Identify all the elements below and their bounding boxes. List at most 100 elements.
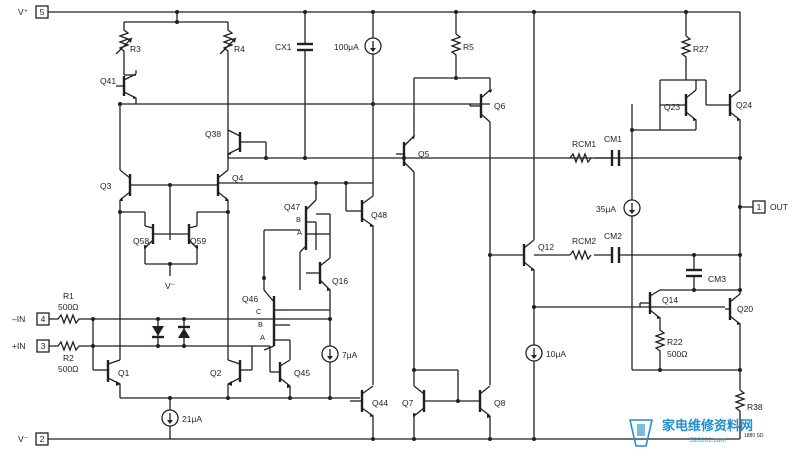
- cm3-label: CM3: [708, 274, 726, 284]
- q45-label: Q45: [294, 368, 310, 378]
- q4-label: Q4: [232, 173, 244, 183]
- transistor-q20: [725, 293, 741, 325]
- r1-value: 500Ω: [58, 302, 79, 312]
- transistor-q8: [478, 385, 491, 418]
- pin-4-label: 4: [41, 314, 46, 324]
- diode-d1: [152, 326, 164, 336]
- transistor-q58: [144, 212, 170, 249]
- transistor-q6: [470, 89, 492, 123]
- power-rails: [48, 11, 740, 440]
- transistor-q38: [227, 129, 266, 155]
- transistor-q5: [396, 135, 415, 173]
- resistor-r4: [222, 22, 234, 130]
- r3-label: R3: [130, 44, 141, 54]
- transistor-q44: [350, 385, 374, 417]
- cm1-label: CM1: [604, 134, 622, 144]
- out-label: OUT: [770, 202, 788, 212]
- resistor-r3: [118, 22, 130, 75]
- v-plus-label: V⁺: [18, 7, 29, 17]
- transistor-q48: [346, 195, 374, 227]
- v-minus-label: V⁻: [18, 434, 29, 444]
- q3-label: Q3: [100, 181, 112, 191]
- junction-dots: [118, 10, 742, 441]
- q38-label: Q38: [205, 129, 221, 139]
- q48-label: Q48: [371, 210, 387, 220]
- watermark-url: 520101.com: [690, 437, 726, 444]
- watermark-brand: 家电维修资料网: [662, 418, 753, 433]
- q46-label: Q46: [242, 294, 258, 304]
- transistor-q59: [170, 212, 198, 249]
- q8-label: Q8: [494, 398, 506, 408]
- r22-value: 500Ω: [667, 349, 688, 359]
- q14-label: Q14: [662, 295, 678, 305]
- q47-tap-b: B: [296, 215, 301, 224]
- pin-5-box: [35, 5, 49, 19]
- q1-label: Q1: [118, 368, 130, 378]
- q12-label: Q12: [538, 242, 554, 252]
- i100-label: 100μA: [334, 42, 359, 52]
- i7-label: 7μA: [342, 350, 358, 360]
- i21-label: 21μA: [182, 414, 202, 424]
- rcm2-label: RCM2: [572, 236, 596, 246]
- in-neg-label: –IN: [12, 314, 25, 324]
- transistor-q45: [270, 359, 291, 388]
- q58-label: Q58: [133, 236, 149, 246]
- r4-label: R4: [234, 44, 245, 54]
- pin-2-label: 2: [40, 434, 45, 444]
- i35-label: 35μA: [596, 204, 616, 214]
- resistor-r5: [450, 33, 462, 78]
- q46-tap-c: C: [256, 307, 262, 316]
- q16-label: Q16: [332, 276, 348, 286]
- cm2-label: CM2: [604, 231, 622, 241]
- rcm1-label: RCM1: [572, 139, 596, 149]
- cx1-label: CX1: [275, 42, 292, 52]
- q46-tap-a: A: [260, 333, 265, 342]
- transistor-q14: [640, 289, 661, 319]
- transistor-q7: [413, 385, 480, 417]
- pin-5-label: 5: [40, 7, 45, 17]
- resistor-r22: [654, 318, 666, 370]
- figure-code: 1880 SD: [744, 433, 764, 439]
- transistor-q24: [706, 89, 741, 121]
- q6-label: Q6: [494, 101, 506, 111]
- q41-label: Q41: [100, 76, 116, 86]
- resistor-r38: [734, 389, 746, 439]
- q44-label: Q44: [372, 398, 388, 408]
- q5-label: Q5: [418, 149, 430, 159]
- transistor-q41: [116, 73, 137, 99]
- r2-value: 500Ω: [58, 364, 79, 374]
- diode-d2: [178, 328, 190, 338]
- i10-label: 10μA: [546, 349, 566, 359]
- q24-label: Q24: [736, 100, 752, 110]
- q2-label: Q2: [210, 368, 222, 378]
- r2-label: R2: [63, 353, 74, 363]
- transistor-q47: [299, 199, 317, 253]
- transistor-q46: [263, 229, 300, 351]
- in-pos-label: +IN: [12, 341, 25, 351]
- q7-label: Q7: [402, 398, 414, 408]
- transistor-q4: [170, 169, 229, 201]
- transistor-q3: [119, 169, 170, 201]
- watermark-logo: [628, 419, 654, 447]
- pin-3-label: 3: [41, 341, 46, 351]
- resistor-r2: [49, 340, 270, 352]
- resistor-r27: [680, 35, 692, 80]
- q47-label: Q47: [284, 202, 300, 212]
- q59-label: Q59: [190, 236, 206, 246]
- transistor-q1: [106, 359, 121, 386]
- q47-tap-a: A: [297, 228, 302, 237]
- q23-label: Q23: [664, 102, 680, 112]
- r27-label: R27: [693, 44, 709, 54]
- r1-label: R1: [63, 291, 74, 301]
- r22-label: R22: [667, 337, 683, 347]
- v-minus-local-label: V⁻: [165, 281, 176, 291]
- pin-2-box: [35, 432, 49, 446]
- r5-label: R5: [463, 42, 474, 52]
- resistor-rcm1: [569, 152, 592, 164]
- transistor-q16: [306, 257, 331, 291]
- pin-1-box: [752, 200, 766, 214]
- resistor-r1: [49, 313, 330, 325]
- q46-tap-b: B: [258, 320, 263, 329]
